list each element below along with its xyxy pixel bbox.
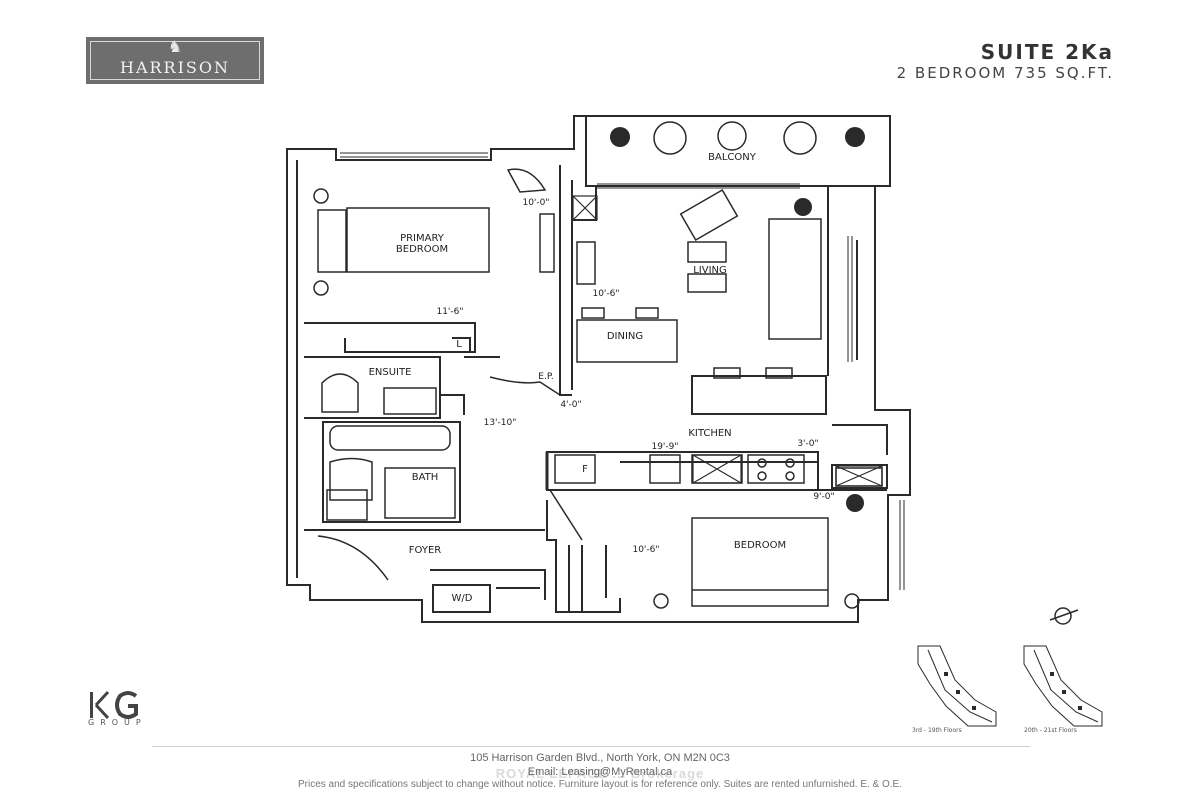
bedroom-bed [691,517,829,607]
room-label-balcony: BALCONY [708,152,757,163]
footer-watermark: ROYAL LEPAGE ... Brokerage [495,766,705,781]
room-label-dining: DINING [607,331,643,342]
dimension-kitchen-d: 3'-0" [797,439,818,449]
dimension-primary-l: 11'-6" [436,307,463,317]
suite-subtitle: 2 BEDROOM 735 SQ.FT. [896,64,1114,82]
key-plan-1 [917,645,997,727]
footer-divider [152,746,1030,747]
sofa [768,218,822,340]
dimension-primary-w: 10'-0" [522,198,549,208]
key-plan-caption-1: 3rd - 19th Floors [912,727,962,734]
dimension-kitchen-w: 19'-9" [651,442,678,452]
room-label-ensuite: ENSUITE [369,367,412,378]
key-plan-2 [1023,645,1103,727]
plant-icons [610,127,865,512]
dimension-ep-w: 4'-0" [560,400,581,410]
brand-name: HARRISON [120,58,230,77]
dining-table [576,319,678,363]
developer-word: GROUP [88,718,147,727]
room-label-primary-1: PRIMARY [400,233,445,244]
room-label-living: LIVING [693,265,727,276]
primary-bed [346,207,490,273]
balcony-railing [585,116,878,187]
plant-icon [845,127,865,147]
footer-email[interactable]: Email: Leasing@MyRental.ca [527,766,673,778]
plant-icon [846,494,864,512]
room-label-kitchen: KITCHEN [688,428,731,439]
room-label-wd: W/D [452,593,473,604]
suite-title: SUITE 2Ka [980,40,1114,64]
room-label-linen: L [456,339,462,350]
footer-disclaimer: Prices and specifications subject to cha… [297,779,903,790]
harrison-logo: ♞ HARRISON [86,37,264,84]
plant-icon [610,127,630,147]
plant-icon [794,198,812,216]
room-label-fridge: F [582,464,588,475]
dimension-living-w: 10'-6" [592,289,619,299]
dimension-bedroom-w: 9'-0" [813,492,834,502]
footer-address: 105 Harrison Garden Blvd., North York, O… [470,752,730,764]
room-label-primary-2: BEDROOM [396,244,448,255]
dimension-bedroom-l: 10'-6" [632,545,659,555]
dimension-kitchen-l: 13'-10" [484,418,517,428]
kg-group-logo [90,690,138,720]
key-plan-caption-2: 20th - 21st Floors [1024,727,1077,734]
room-label-foyer: FOYER [409,545,442,556]
outer-wall [286,115,911,623]
room-label-bath: BATH [412,472,439,483]
room-label-ep: E.P. [538,372,553,382]
room-label-bedroom: BEDROOM [734,540,786,551]
lion-crest-icon: ♞ [167,37,183,56]
